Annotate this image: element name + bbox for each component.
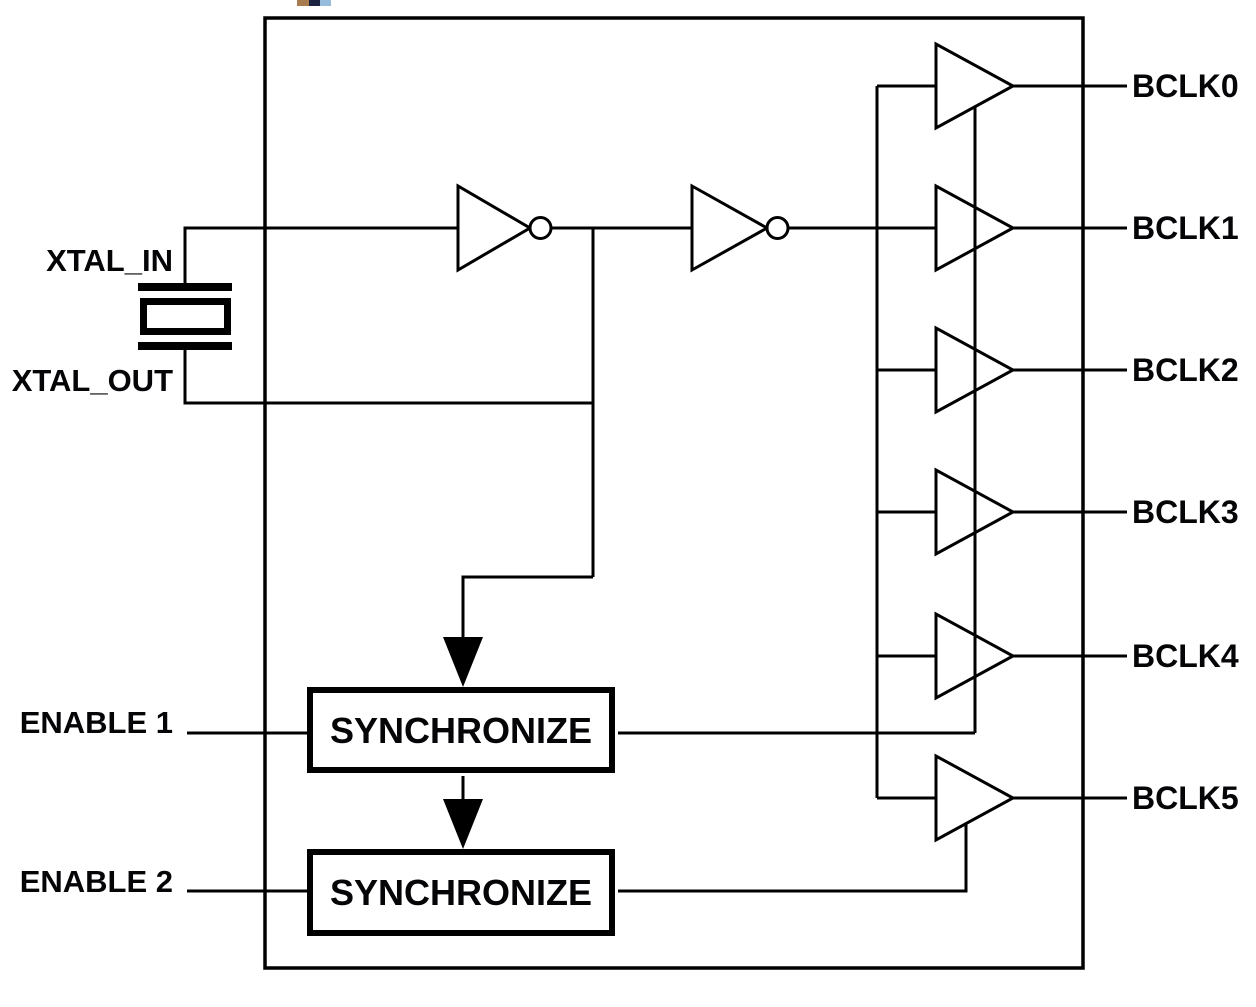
synchronize-1-label: SYNCHRONIZE bbox=[330, 710, 592, 751]
enable1-label: ENABLE 1 bbox=[20, 705, 173, 740]
wire-sync2-output bbox=[618, 823, 968, 893]
synchronize-2-box bbox=[307, 849, 615, 936]
cropped-text-fragment bbox=[297, 0, 331, 6]
bclk5-label: BCLK5 bbox=[1132, 780, 1239, 816]
bclk4-label: BCLK4 bbox=[1132, 638, 1239, 674]
inverter-2-triangle bbox=[690, 183, 771, 273]
arrow-down-into-sync2-icon bbox=[443, 799, 483, 849]
bclk0-label: BCLK0 bbox=[1132, 68, 1239, 104]
wire-xtal-in bbox=[183, 226, 458, 283]
crystal-bottom-plate bbox=[138, 342, 232, 350]
inverter-2-bubble bbox=[765, 216, 790, 240]
inverter-1-triangle bbox=[456, 183, 533, 273]
synchronize-1-box bbox=[307, 687, 615, 773]
wires bbox=[183, 84, 1127, 893]
fragment-blue bbox=[320, 0, 331, 6]
xtal-in-label: XTAL_IN bbox=[46, 243, 173, 278]
bclk3-label: BCLK3 bbox=[1132, 494, 1239, 530]
synchronize-2-label: SYNCHRONIZE bbox=[330, 872, 592, 913]
buffer-bclk5-icon bbox=[934, 753, 1017, 843]
chip-boundary bbox=[263, 16, 1085, 970]
crystal-top-plate bbox=[138, 283, 232, 291]
crystal-icon bbox=[138, 283, 232, 350]
wire-xtal-out bbox=[183, 350, 593, 405]
synchronize-1-block: SYNCHRONIZE bbox=[307, 687, 615, 773]
bclk2-label: BCLK2 bbox=[1132, 352, 1239, 388]
bclk1-label: BCLK1 bbox=[1132, 210, 1239, 246]
fragment-navy bbox=[309, 0, 320, 6]
crystal-body bbox=[140, 298, 231, 335]
arrow-down-into-sync1-icon bbox=[443, 637, 483, 687]
enable2-label: ENABLE 2 bbox=[20, 864, 173, 899]
inverter-1-bubble bbox=[528, 216, 553, 240]
synchronize-2-block: SYNCHRONIZE bbox=[307, 849, 615, 936]
inverter-1-icon bbox=[456, 183, 553, 273]
wire-clock-to-sync1 bbox=[461, 575, 593, 642]
inverter-2-icon bbox=[690, 183, 790, 273]
xtal-out-label: XTAL_OUT bbox=[12, 363, 173, 398]
fragment-tan bbox=[297, 0, 309, 6]
